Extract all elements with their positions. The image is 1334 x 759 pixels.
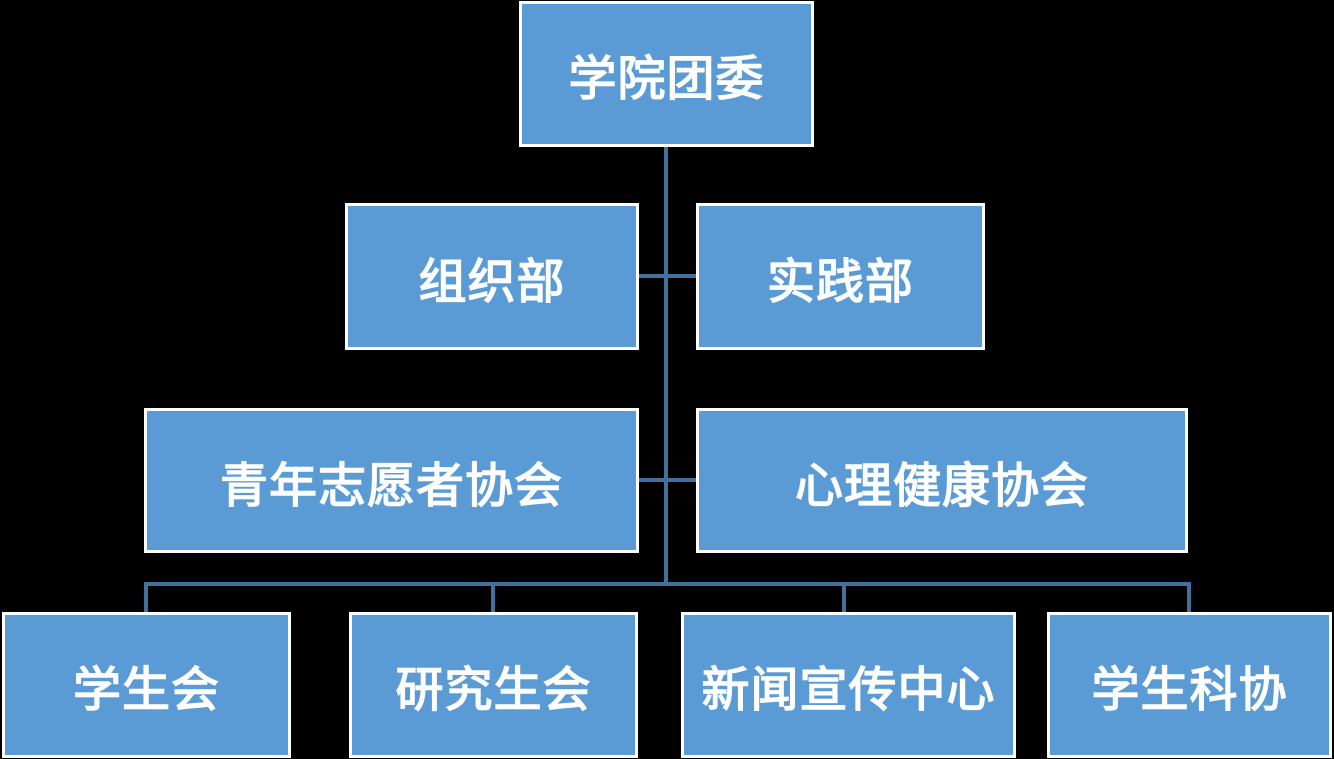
node-practice-department: 实践部 — [696, 203, 985, 350]
connector-level3-crossbar — [636, 478, 698, 482]
node-label-organization-department: 组织部 — [418, 255, 566, 309]
node-label-student-science-association: 学生科协 — [1091, 664, 1288, 717]
node-college-youth-league-committee: 学院团委 — [519, 1, 814, 147]
node-label-practice-department: 实践部 — [766, 255, 914, 309]
connector-drop-news-center — [842, 582, 846, 612]
node-label-student-union: 学生会 — [72, 664, 220, 717]
node-student-union: 学生会 — [2, 612, 291, 758]
node-label-mental-health-association: 心理健康协会 — [794, 459, 1089, 513]
connector-level2-crossbar — [636, 274, 698, 278]
connector-drop-student-union — [144, 582, 148, 612]
node-mental-health-association: 心理健康协会 — [696, 408, 1188, 553]
node-news-publicity-center: 新闻宣传中心 — [681, 612, 1016, 758]
node-graduate-student-union: 研究生会 — [349, 612, 638, 758]
node-label-news-publicity-center: 新闻宣传中心 — [701, 664, 996, 717]
connector-drop-graduate-union — [491, 582, 495, 612]
connector-bottom-bus — [144, 582, 1191, 586]
node-youth-volunteers-association: 青年志愿者协会 — [144, 408, 639, 553]
node-student-science-association: 学生科协 — [1047, 612, 1332, 758]
connector-drop-science-assoc — [1187, 582, 1191, 612]
node-label-college-youth-league-committee: 学院团委 — [568, 53, 765, 106]
node-label-youth-volunteers-association: 青年志愿者协会 — [219, 459, 563, 513]
node-organization-department: 组织部 — [345, 203, 639, 350]
connector-central-spine — [664, 146, 668, 586]
node-label-graduate-student-union: 研究生会 — [395, 664, 592, 717]
